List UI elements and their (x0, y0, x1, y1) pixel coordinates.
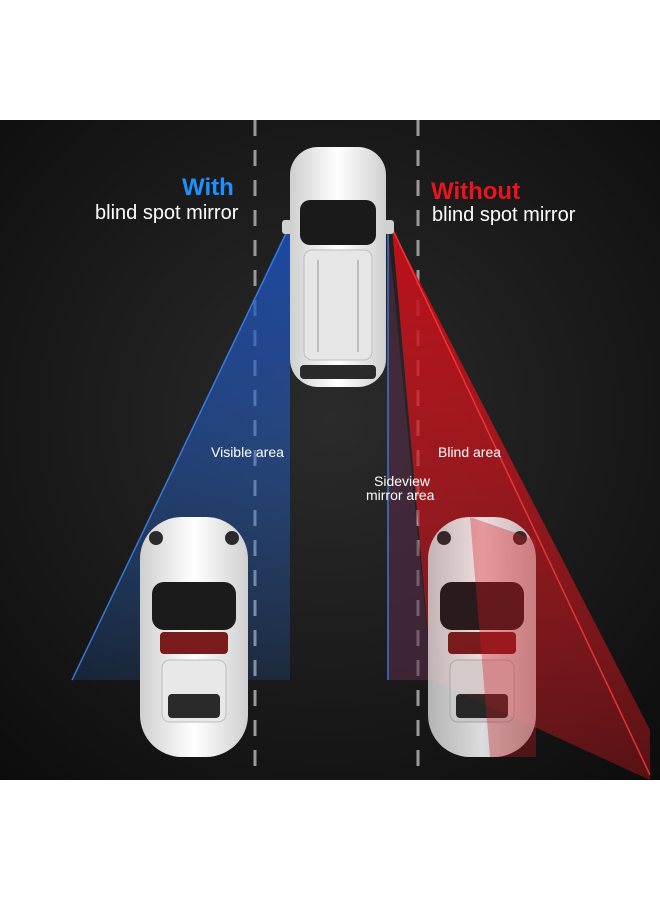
ghost-sports-car-top-view-icon (428, 517, 536, 757)
visible-area-label: Visible area (211, 444, 284, 460)
sideview-mirror-area-cone (388, 230, 432, 680)
blind-cone-edge (391, 227, 651, 776)
diagram-canvas (0, 120, 660, 780)
blind-spot-diagram: With blind spot mirror Without blind spo… (0, 120, 660, 780)
sideview-label-line2: mirror area (366, 487, 435, 503)
with-heading: With (182, 174, 234, 201)
without-heading: Without (431, 178, 521, 205)
without-subheading: blind spot mirror (432, 204, 576, 226)
with-subheading: blind spot mirror (95, 202, 239, 224)
blind-area-label: Blind area (438, 444, 502, 460)
sports-car-top-view-icon (140, 517, 248, 757)
suv-top-view-icon (282, 147, 394, 387)
sideview-label-line1: Sideview (374, 473, 431, 489)
visible-cone-edge (71, 224, 291, 681)
